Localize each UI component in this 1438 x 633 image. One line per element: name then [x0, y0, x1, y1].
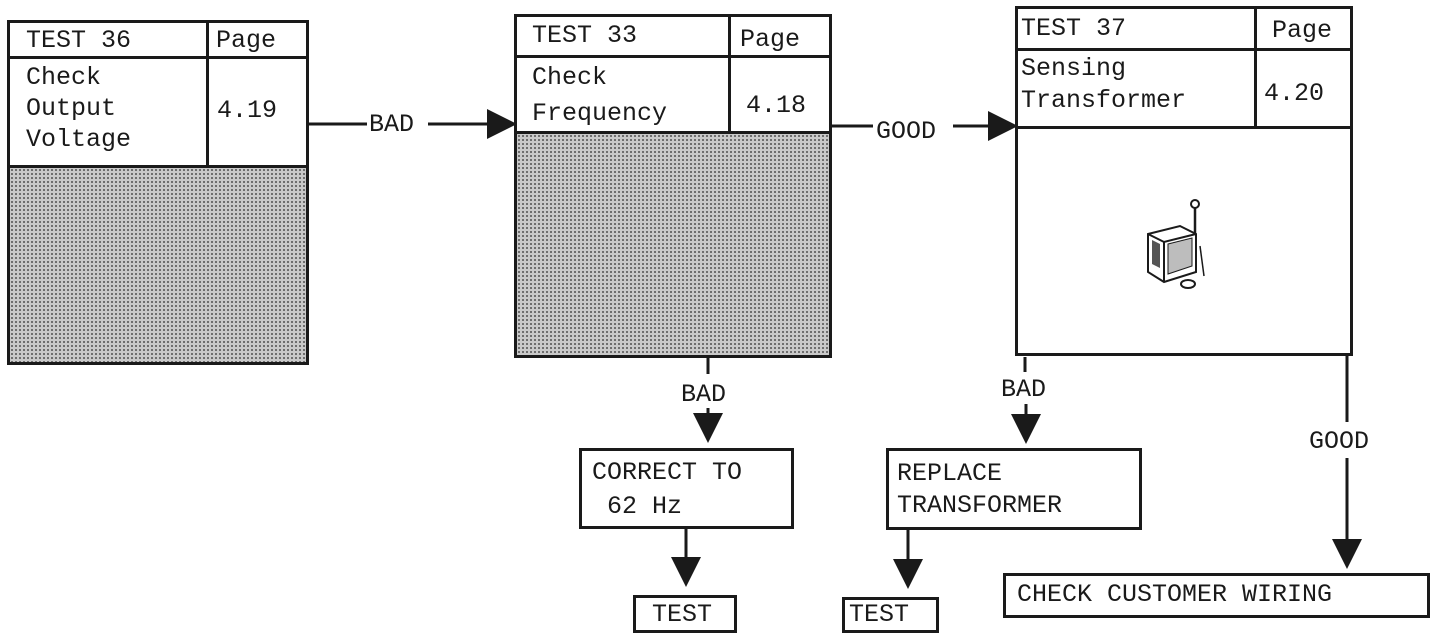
test-33-page-header: Page — [740, 25, 801, 54]
label-t37-right-down: GOOD — [1309, 427, 1370, 456]
test-33-header-divider — [514, 55, 832, 58]
test-37-column-divider — [1254, 6, 1257, 129]
test-box-b — [842, 597, 939, 633]
check-customer-wiring-text: CHECK CUSTOMER WIRING — [1017, 580, 1333, 609]
test-37-header-divider — [1015, 48, 1353, 51]
replace-transformer-text: REPLACE TRANSFORMER — [897, 459, 1063, 520]
transformer-icon — [1147, 199, 1205, 289]
test-36-column-divider — [206, 20, 209, 168]
test-36-page-header: Page — [216, 26, 277, 55]
check-customer-wiring-box — [1003, 573, 1430, 618]
test-36-page: 4.19 — [217, 96, 278, 125]
test-37-title: Sensing Transformer — [1021, 54, 1187, 115]
test-36-shaded-area — [10, 168, 306, 362]
replace-transformer-box — [886, 448, 1142, 530]
test-36-header-divider — [7, 56, 309, 59]
test-37-body-divider — [1015, 126, 1353, 129]
test-33-shaded-area — [517, 134, 829, 355]
test-37-card — [1015, 6, 1353, 356]
test-box-b-text: TEST — [849, 600, 910, 629]
test-36-title: Check Output Voltage — [26, 63, 132, 154]
correct-frequency-box — [579, 448, 794, 529]
test-box-a — [633, 595, 737, 633]
test-36-body-divider — [7, 165, 309, 168]
test-33-page: 4.18 — [746, 91, 807, 120]
test-33-body-divider — [514, 131, 832, 134]
test-36-number: TEST 36 — [26, 26, 132, 55]
test-37-page-header: Page — [1272, 16, 1333, 45]
test-33-number: TEST 33 — [532, 21, 638, 50]
label-t37-down: BAD — [1001, 375, 1047, 404]
test-37-number: TEST 37 — [1021, 14, 1127, 43]
label-t33-to-t37: GOOD — [876, 117, 937, 146]
label-t33-down: BAD — [681, 380, 727, 409]
test-33-column-divider — [728, 14, 731, 134]
test-37-page: 4.20 — [1264, 79, 1325, 108]
test-box-a-text: TEST — [652, 600, 713, 629]
test-33-title: Check Frequency — [532, 63, 668, 128]
label-t36-to-t33: BAD — [369, 110, 415, 139]
correct-frequency-text: CORRECT TO 62 Hz — [592, 458, 743, 521]
